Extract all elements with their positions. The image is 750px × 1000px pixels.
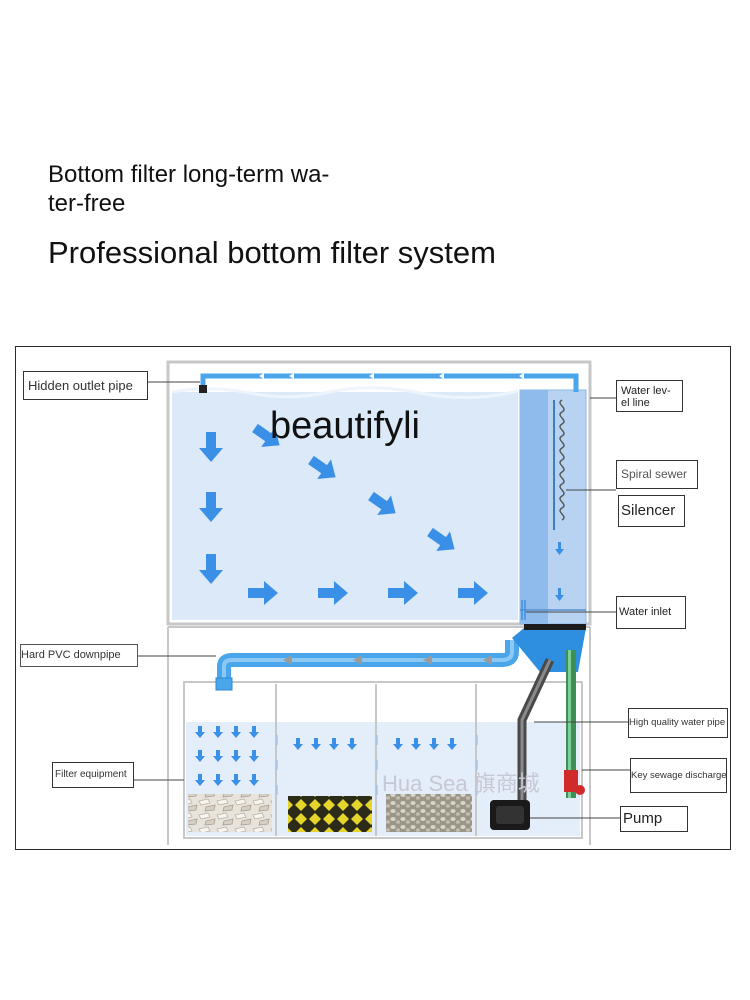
flow-arrow-right-1 xyxy=(248,581,278,605)
label-water-level-line: Water lev- el line xyxy=(616,380,683,412)
subtitle-line-2: ter-free xyxy=(48,190,126,217)
label-hard-pvc-downpipe: Hard PVC downpipe xyxy=(20,644,138,667)
pvc-downpipe xyxy=(215,624,586,691)
flow-arrow-down-3 xyxy=(199,554,223,584)
label-key-sewage-discharge: Key sewage discharge xyxy=(630,758,727,793)
label-water-inlet: Water inlet xyxy=(616,596,686,629)
label-filter-equipment: Filter equipment xyxy=(52,762,134,788)
subtitle-line-1: Bottom filter long-term wa- xyxy=(48,161,330,188)
flow-arrow-right-2 xyxy=(318,581,348,605)
subtitle: Bottom filter long-term wa- ter-free xyxy=(48,160,368,218)
flow-arrow-right-3 xyxy=(388,581,418,605)
flow-arrow-right-4 xyxy=(458,581,488,605)
flow-arrow-diag-4 xyxy=(427,527,455,552)
filter-media-biochem xyxy=(288,796,372,832)
label-silencer: Silencer xyxy=(618,495,685,527)
flow-arrow-diag-1 xyxy=(252,423,280,448)
label-spiral-sewer: Spiral sewer xyxy=(616,460,698,489)
spiral-sewer-icon xyxy=(553,399,565,530)
label-high-quality-water-pipe: High quality water pipe xyxy=(628,708,728,738)
flow-arrow-down-1 xyxy=(199,432,223,462)
watermark-brand: beautifyli xyxy=(270,405,420,447)
valve-icon xyxy=(564,770,578,792)
filter-media-gravel xyxy=(386,794,472,832)
label-hidden-outlet-pipe: Hidden outlet pipe xyxy=(23,371,148,400)
leader-lines xyxy=(132,381,630,819)
label-water-level-line-1: Water lev- xyxy=(621,385,671,397)
page-title: Professional bottom filter system xyxy=(48,235,496,270)
flow-arrow-diag-2 xyxy=(308,455,336,480)
cabinet xyxy=(167,626,591,845)
flow-arrows xyxy=(199,423,564,605)
filter-media-ceramic xyxy=(188,794,272,832)
pump-icon xyxy=(490,800,530,830)
return-pipe xyxy=(199,373,579,393)
return-pump-pipe xyxy=(517,650,585,806)
label-pump: Pump xyxy=(620,806,688,832)
watermark-store: Hua Sea 旗商城 xyxy=(382,771,540,796)
flow-arrow-down-2 xyxy=(199,492,223,522)
flow-arrow-diag-3 xyxy=(368,491,396,516)
label-water-level-line-2: el line xyxy=(621,397,650,409)
